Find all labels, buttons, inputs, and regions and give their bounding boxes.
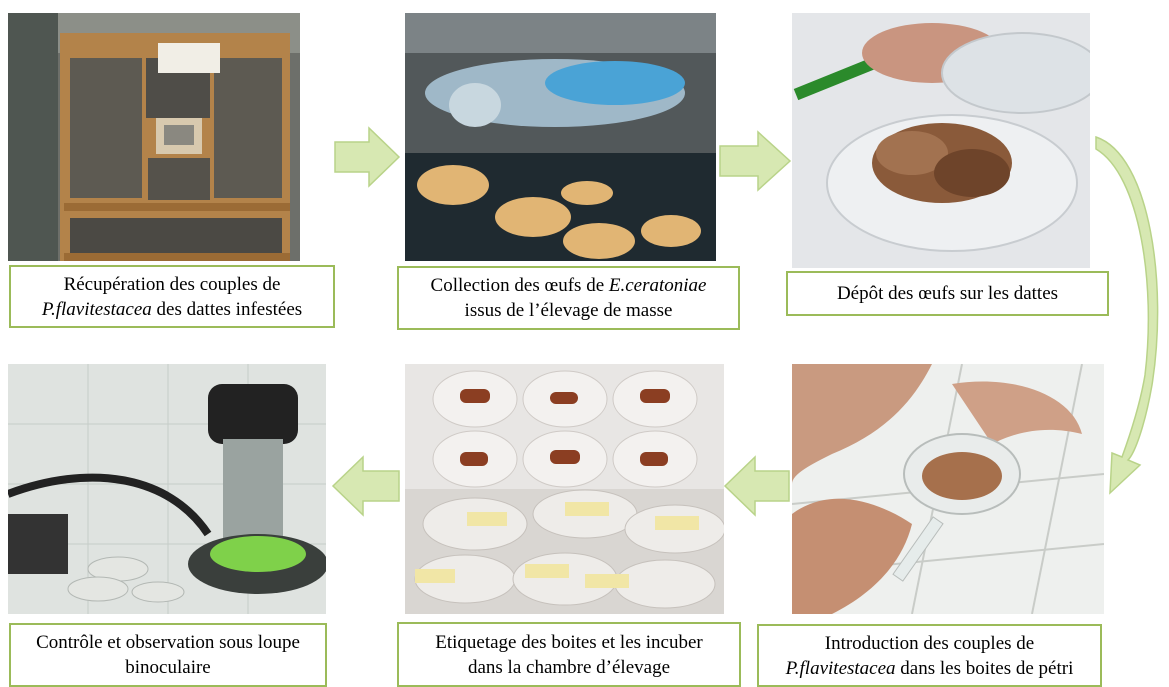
photo-egg-collection <box>405 13 716 261</box>
caption-step-1-line-1: Récupération des couples de <box>63 273 281 295</box>
arrow-left-step-5-to-6 <box>331 455 401 517</box>
photo-introduction-in-petri-dish <box>792 364 1104 614</box>
curved-arrow-step-3-to-4 <box>1090 135 1169 495</box>
caption-step-4: Introduction des couples de P.flavitesta… <box>757 624 1102 687</box>
caption-step-4-line-2: P.flavitestacea dans les boites de pétri <box>785 657 1074 679</box>
photo-rearing-cage <box>8 13 300 261</box>
caption-step-3-line-1: Dépôt des œufs sur les dattes <box>836 283 1059 304</box>
species-name: P.flavitestacea <box>41 298 152 320</box>
caption-step-2-line-2: issus de l’élevage de masse <box>464 300 673 321</box>
photo-labeled-petri-dishes <box>405 364 724 614</box>
caption-step-1-line-2: P.flavitestacea des dattes infestées <box>41 298 303 320</box>
photo-binocular-microscope <box>8 364 326 614</box>
caption-step-4-line-1: Introduction des couples de <box>824 632 1035 654</box>
caption-step-5-line-2: dans la chambre d’élevage <box>467 656 671 678</box>
caption-step-6: Contrôle et observation sous loupe binoc… <box>9 623 327 687</box>
caption-step-5-line-1: Etiquetage des boites et les incuber <box>435 631 703 653</box>
arrow-right-step-2-to-3 <box>718 130 792 192</box>
caption-step-2: Collection des œufs de E.ceratoniae issu… <box>397 266 740 330</box>
photo-egg-deposit-on-dates <box>792 13 1090 268</box>
caption-step-5: Etiquetage des boites et les incuber dan… <box>397 622 741 687</box>
species-name: E.ceratoniae <box>608 275 707 296</box>
arrow-right-step-1-to-2 <box>333 126 401 188</box>
caption-step-2-line-1: Collection des œufs de E.ceratoniae <box>430 275 707 296</box>
caption-step-1: Récupération des couples de P.flavitesta… <box>9 265 335 328</box>
caption-step-3: Dépôt des œufs sur les dattes <box>786 271 1109 316</box>
species-name: P.flavitestacea <box>785 657 896 679</box>
arrow-left-step-4-to-5 <box>723 455 791 517</box>
caption-step-6-line-1: Contrôle et observation sous loupe <box>36 632 300 653</box>
caption-step-6-line-2: binoculaire <box>125 657 211 678</box>
